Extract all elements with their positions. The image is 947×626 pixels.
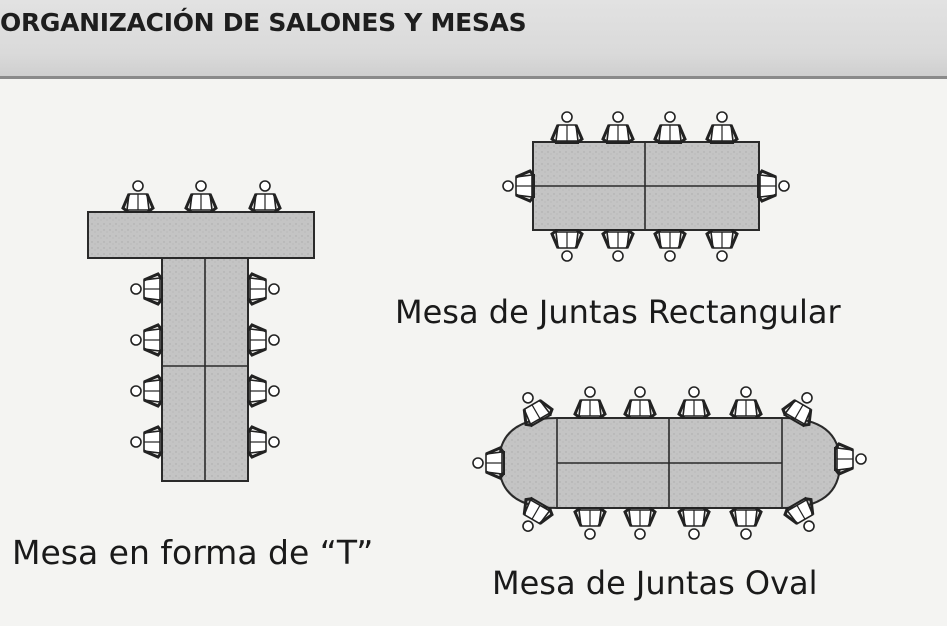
person-icon	[246, 272, 281, 306]
person-icon	[705, 228, 739, 263]
person-icon	[677, 506, 711, 541]
person-icon	[573, 385, 607, 420]
person-icon	[246, 425, 281, 459]
header-band: ORGANIZACIÓN DE SALONES Y MESAS	[0, 0, 947, 79]
person-icon	[729, 506, 763, 541]
t-table-label: Mesa en forma de “T”	[12, 533, 374, 572]
person-icon	[833, 442, 868, 476]
person-icon	[121, 179, 155, 214]
person-icon	[729, 385, 763, 420]
person-icon	[129, 374, 164, 408]
person-icon	[184, 179, 218, 214]
person-icon	[623, 385, 657, 420]
person-icon	[653, 228, 687, 263]
person-icon	[129, 425, 164, 459]
t-table-top	[87, 211, 315, 259]
person-icon	[471, 446, 506, 480]
page-title: ORGANIZACIÓN DE SALONES Y MESAS	[0, 8, 527, 37]
person-icon	[573, 506, 607, 541]
person-icon	[623, 506, 657, 541]
person-icon	[550, 228, 584, 263]
rectangular-table	[501, 110, 791, 263]
person-icon	[653, 110, 687, 145]
person-icon	[246, 374, 281, 408]
person-icon	[501, 169, 536, 203]
person-icon	[705, 110, 739, 145]
oval-table	[471, 384, 868, 541]
rectangular-table-label: Mesa de Juntas Rectangular	[395, 293, 841, 331]
person-icon	[550, 110, 584, 145]
person-icon	[756, 169, 791, 203]
person-icon	[677, 385, 711, 420]
person-icon	[129, 272, 164, 306]
person-icon	[248, 179, 282, 214]
person-icon	[601, 110, 635, 145]
person-icon	[129, 323, 164, 357]
t-table	[87, 179, 315, 482]
person-icon	[601, 228, 635, 263]
person-icon	[246, 323, 281, 357]
oval-table-label: Mesa de Juntas Oval	[492, 564, 818, 602]
